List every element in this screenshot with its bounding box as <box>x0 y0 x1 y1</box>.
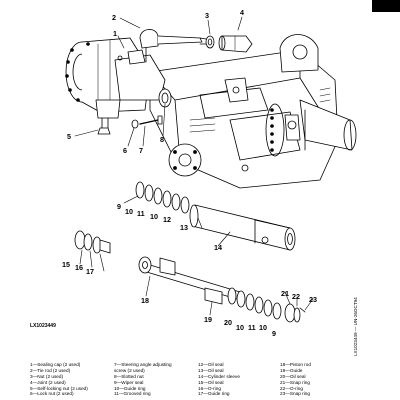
callout-9-lower: 9 <box>272 329 276 338</box>
joint-4 <box>218 35 253 53</box>
callout-7: 7 <box>139 146 143 155</box>
cylinder-sleeve-14 <box>189 204 296 251</box>
callout-8: 8 <box>160 135 164 144</box>
legend-column-3: 12—Oil seal 13—Oil seal 14—Cylinder slee… <box>198 362 240 397</box>
callout-14: 14 <box>214 243 222 252</box>
legend-entry: 17—Guide ring <box>198 391 230 397</box>
callout-16: 16 <box>75 263 83 272</box>
callout-22: 22 <box>292 292 300 301</box>
callout-21: 21 <box>281 289 289 298</box>
legend-entry: 11—Grooved ring <box>114 391 151 397</box>
adjusting-screw-7 <box>139 115 163 125</box>
callout-23: 23 <box>309 295 317 304</box>
callout-12: 12 <box>163 215 171 224</box>
legend-entry: 7—Steering angle adjusting <box>114 362 172 367</box>
legend-column-2: 7—Steering angle adjusting screw (2 used… <box>114 362 172 397</box>
legend-entry: 23—Snap ring <box>280 391 310 397</box>
callout-20: 20 <box>224 318 232 327</box>
callout-15: 15 <box>62 260 70 269</box>
seal-stack-left <box>74 230 111 254</box>
page-corner-tab <box>372 0 400 12</box>
parts-legend: 1—Sealing cap (2 used) 2—Tie rod (2 used… <box>30 362 360 400</box>
piston-rod-18 <box>138 256 241 301</box>
callout-6: 6 <box>123 146 127 155</box>
legend-entry: 19—Guide <box>280 367 303 373</box>
callout-2: 2 <box>112 13 116 22</box>
legend-entry: 2—Tie rod (2 used) <box>30 367 71 373</box>
legend-entry: 22—O-ring <box>280 385 303 391</box>
legend-entry: 14—Cylinder sleeve <box>198 373 240 379</box>
legend-entry: 13—Oil seal <box>198 367 224 373</box>
slotted-nut-8 <box>161 92 169 104</box>
legend-entry: 1—Sealing cap (2 used) <box>30 362 81 367</box>
legend-entry: 21—Snap ring <box>280 379 310 385</box>
figure-id: LX1023449 <box>30 323 56 329</box>
legend-entry: 3—Nut (2 used) <box>30 373 64 379</box>
self-locking-nut-5 <box>97 127 111 135</box>
legend-entry: 9—Wiper seal <box>114 379 144 385</box>
nut-3 <box>205 35 215 49</box>
legend-entry: 6—Lock nut (2 used) <box>30 391 74 397</box>
callout-19: 19 <box>204 315 212 324</box>
seal-stack-upper <box>135 181 190 214</box>
callout-13: 13 <box>180 223 188 232</box>
tie-rod <box>139 29 213 63</box>
callout-10-lower-b: 10 <box>259 323 267 332</box>
callout-11-upper: 11 <box>137 209 145 218</box>
seal-stack-lower <box>204 287 282 320</box>
side-code-text: LX1023449 — UN-26OCT94 <box>353 297 358 356</box>
legend-column-1: 1—Sealing cap (2 used) 2—Tie rod (2 used… <box>30 362 88 397</box>
wheel-hub <box>65 37 172 129</box>
legend-entry: 12—Oil seal <box>198 362 224 367</box>
callout-9-upper: 9 <box>117 202 121 211</box>
callout-1: 1 <box>113 29 117 38</box>
callout-3: 3 <box>205 11 209 20</box>
legend-column-4: 18—Piston rod 19—Guide 20—Oil seal 21—Sn… <box>280 362 311 397</box>
callout-17: 17 <box>86 267 94 276</box>
callout-4: 4 <box>240 8 244 17</box>
callout-10-upper-a: 10 <box>125 207 133 216</box>
legend-entry: 8—Slotted nut <box>114 373 144 379</box>
callout-18: 18 <box>141 296 149 305</box>
callout-10-lower-a: 10 <box>236 323 244 332</box>
legend-entry: 18—Piston rod <box>280 362 312 367</box>
legend-entry: 10—Guide ring <box>114 385 146 391</box>
callout-5: 5 <box>67 132 71 141</box>
callout-layer: 1 2 3 4 5 6 7 8 9 10 11 10 12 13 14 15 1… <box>62 8 317 338</box>
callout-10-upper-b: 10 <box>150 212 158 221</box>
snap-rings-right <box>284 303 306 323</box>
legend-entry: 15—Oil seal <box>198 379 224 385</box>
axle-housing <box>149 34 357 189</box>
side-code: LX1023449 — UN-26OCT94 <box>345 297 358 358</box>
legend-entry: 16—O-ring <box>198 385 221 391</box>
legend-entry: screw (2 used) <box>114 367 145 373</box>
legend-entry: 20—Oil seal <box>280 373 306 379</box>
callout-11-lower: 11 <box>248 323 256 332</box>
legend-entry: 5—Self-locking nut (2 used) <box>30 385 88 391</box>
legend-entry: 4—Joint (2 used) <box>30 379 66 385</box>
lock-nut-6 <box>131 119 139 129</box>
